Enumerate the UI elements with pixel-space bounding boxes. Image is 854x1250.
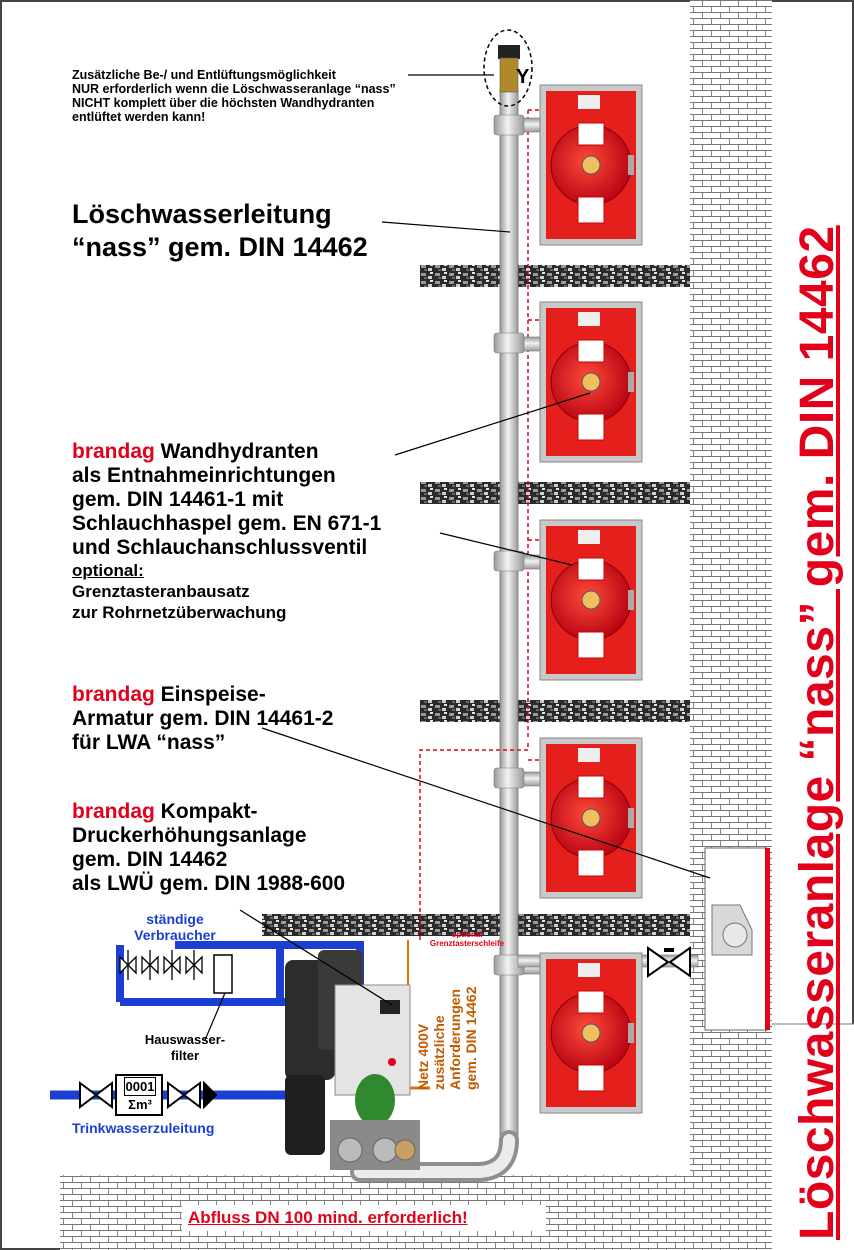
water-meter: 0001 Σm³	[120, 1077, 160, 1113]
floor-slab	[420, 700, 690, 722]
label-line: Verbraucher	[134, 927, 216, 943]
hydrant-cabinet	[539, 84, 643, 246]
leader-lines	[204, 74, 711, 1041]
label-line: gem. DIN 14462	[463, 986, 479, 1091]
consumer-valves	[119, 950, 233, 994]
label-line: zur Rohrnetzüberwachung	[72, 603, 287, 622]
drain-box	[182, 1205, 546, 1231]
label-line: filter	[170, 1048, 200, 1063]
label-line: Einspeise-	[154, 683, 266, 706]
vertical-title: Löschwasseranlage “nass” gem. DIN 14462	[791, 225, 844, 1240]
meter-digits: 0001	[124, 1077, 156, 1096]
label-line: Armatur gem. DIN 14461-2	[72, 707, 334, 730]
label-line: als LWÜ gem. DIN 1988-600	[72, 872, 346, 895]
label-line: Netz 400V	[415, 1023, 431, 1090]
label-line: Grenztasteranbausatz	[72, 582, 250, 601]
power-notes: Netz 400V zusätzliche Anforderungen gem.…	[415, 987, 479, 1091]
label-line: Anforderungen	[447, 988, 463, 1090]
pipe-label: Löschwasserleitung “nass” gem. DIN 14462	[72, 198, 368, 264]
label-line: gem. DIN 14461-1 mit	[72, 488, 284, 511]
label-line: Kompakt-	[154, 800, 258, 823]
label-line: und Schlauchanschlussventil	[72, 536, 368, 559]
note-line: NUR erforderlich wenn die Löschwasseranl…	[72, 82, 396, 96]
supply-label: Trinkwasserzuleitung	[72, 1120, 215, 1136]
vent-note: Zusätzliche Be-/ und Entlüftungsmöglichk…	[72, 68, 396, 124]
label-line: optional	[451, 930, 483, 939]
brand-name: brandag	[72, 440, 155, 463]
svg-text:Y: Y	[516, 66, 530, 88]
label-line: zusätzliche	[431, 1015, 447, 1090]
hydrant-cabinet	[539, 737, 643, 899]
floor-slab	[420, 265, 690, 287]
label-line: “nass” gem. DIN 14462	[72, 232, 368, 262]
pump-label: brandag Kompakt- Druckerhöhungsanlage ge…	[72, 800, 345, 896]
meter-unit: Σm³	[128, 1097, 152, 1112]
brick-wall	[690, 0, 772, 1250]
gate-valve-icon	[647, 946, 691, 978]
feed-label: brandag Einspeise- Armatur gem. DIN 1446…	[72, 683, 333, 755]
floor-slab	[420, 482, 690, 504]
feed-armature-box	[704, 847, 770, 1031]
note-line: Zusätzliche Be-/ und Entlüftungsmöglichk…	[72, 68, 336, 82]
note-line: entlüftet werden kann!	[72, 110, 206, 124]
label-line: Schlauchhaspel gem. EN 671-1	[72, 512, 382, 535]
label-line: Hauswasser-	[144, 1032, 226, 1047]
hydrant-cabinet	[539, 519, 643, 681]
sensor-loop	[419, 109, 545, 940]
drain-note: Abfluss DN 100 mind. erforderlich!	[188, 1208, 468, 1227]
consumers-label: ständige Verbraucher	[130, 911, 220, 943]
label-line: Druckerhöhungsanlage	[72, 824, 307, 847]
floor-slab	[262, 914, 690, 936]
filter-label: Hauswasser- filter	[130, 1032, 240, 1064]
label-line: ständige	[146, 911, 204, 927]
hydrant-label: brandag Wandhydranten als Entnahmeinrich…	[72, 440, 381, 623]
label-line: für LWA “nass”	[72, 731, 226, 754]
optional-heading: optional:	[72, 561, 144, 580]
label-line: Löschwasserleitung	[72, 199, 332, 229]
pump-unit	[285, 950, 420, 1170]
label-line: gem. DIN 14462	[72, 848, 228, 871]
label-line: Wandhydranten	[154, 440, 319, 463]
hydrant-cabinet	[539, 952, 643, 1114]
brand-name: brandag	[72, 683, 155, 706]
note-line: NICHT komplett über die höchsten Wandhyd…	[72, 96, 375, 110]
label-line: als Entnahmeinrichtungen	[72, 464, 336, 487]
riser-pipe	[499, 89, 519, 1141]
vent-valve-icon: Y	[483, 29, 533, 107]
brand-name: brandag	[72, 800, 155, 823]
optional-loop-label: optional Grenztasterschleife	[422, 930, 512, 948]
label-line: Grenztasterschleife	[429, 939, 505, 948]
hydrant-cabinet	[539, 301, 643, 463]
hydrant-cabinets	[539, 84, 643, 1114]
